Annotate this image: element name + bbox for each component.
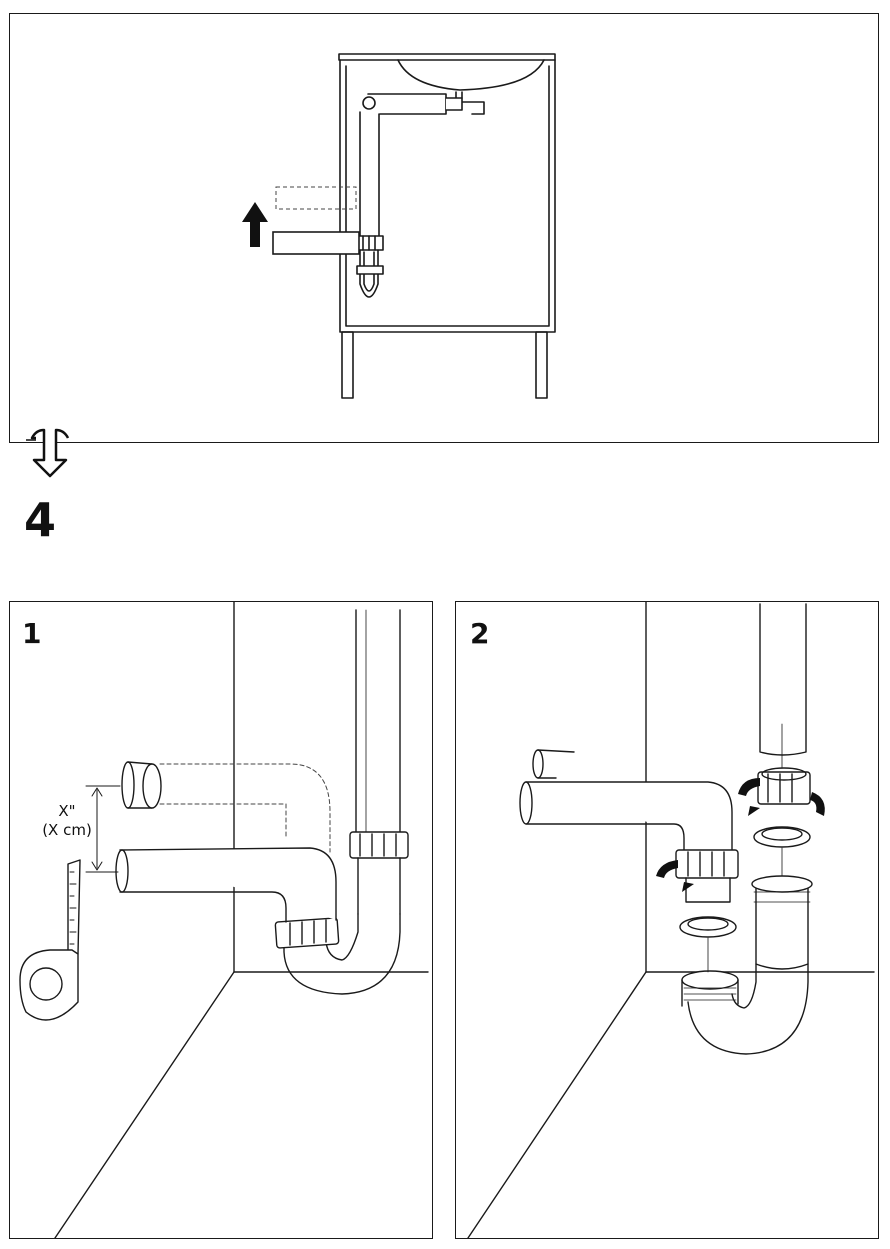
up-arrow-icon [242, 202, 268, 247]
step-number: 4 [24, 493, 57, 547]
sub-step-label: 2 [470, 617, 490, 650]
measure-trap-height-illustration [19, 601, 429, 1239]
overview-illustration-panel [9, 13, 879, 443]
down-arrow-icon [26, 428, 70, 478]
cabinet-sink-trap-illustration [242, 53, 556, 399]
measurement-label: X" (X cm) [32, 802, 102, 840]
sub-step-1-panel: 1 X" (X cm) [9, 601, 433, 1239]
sub-step-2-panel: 2 [455, 601, 879, 1239]
rotate-arrow-icon [656, 778, 825, 892]
measurement-metric: (X cm) [42, 821, 92, 839]
assemble-trap-illustration [467, 601, 875, 1239]
measurement-imperial: X" [58, 802, 76, 820]
sub-step-label: 1 [22, 617, 42, 650]
